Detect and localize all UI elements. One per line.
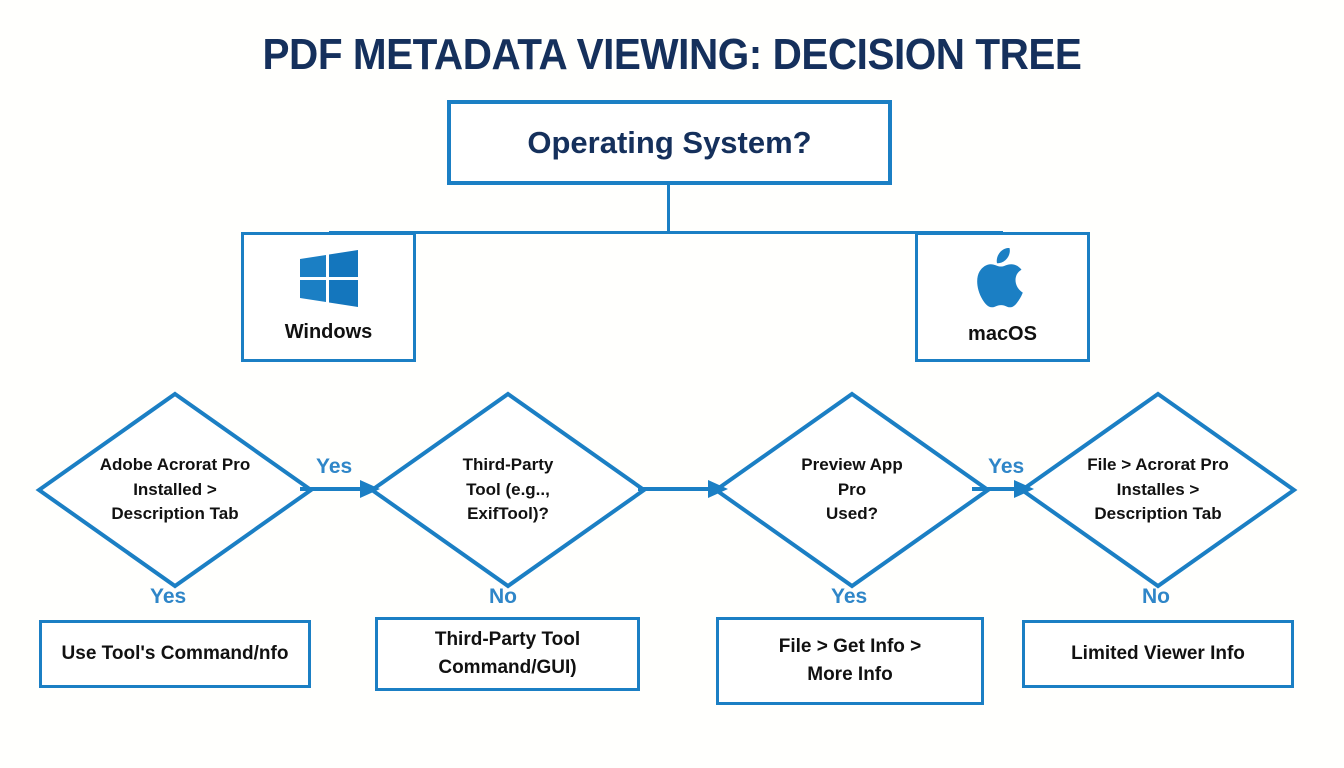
decision-adobe-acrobat-pro[interactable]: Adobe Acrorat Pro Installed > Descriptio… (35, 390, 315, 590)
result-file-get-info[interactable]: File > Get Info > More Info (716, 617, 984, 705)
node-operating-system[interactable]: Operating System? (447, 100, 892, 185)
node-os-macos-label: macOS (968, 323, 1037, 345)
node-os-windows[interactable]: Windows (241, 232, 416, 362)
connector-root-vertical (667, 185, 670, 233)
decision-line: Description Tab (111, 504, 239, 524)
edge-label-decision2-bottom: No (489, 585, 517, 608)
decision-line: Adobe Acrorat Pro (99, 455, 251, 475)
decision-line: Description Tab (1094, 504, 1222, 524)
edge-label-decision3-to-decision4: Yes (988, 455, 1025, 478)
result-third-party-tool-command[interactable]: Third-Party Tool Command/GUI) (375, 617, 640, 691)
result-line: File > Get Info > (778, 635, 922, 657)
decision-third-party-tool[interactable]: Third-Party Tool (e.g.., ExifTool)? (368, 390, 648, 590)
decision-line: ExifTool)? (467, 504, 549, 524)
decision-line: Tool (e.g.., (466, 479, 550, 499)
decision-line: Preview App (801, 455, 903, 475)
decision-line: Used? (826, 504, 878, 524)
decision-preview-app-pro[interactable]: Preview App Pro Used? (712, 390, 992, 590)
decision-adobe-acrobat-pro-text: Adobe Acrorat Pro Installed > Descriptio… (75, 453, 275, 527)
apple-logo-icon (976, 247, 1029, 315)
edge-label-decision1-bottom: Yes (150, 585, 187, 608)
edge-label-decision4-bottom: No (1142, 585, 1170, 608)
decision-line: Installed > (133, 479, 217, 499)
decision-line: File > Acrorat Pro (1087, 455, 1229, 475)
arrow-decision3-to-decision4 (972, 478, 1034, 500)
result-line: Third-Party Tool (434, 628, 581, 650)
node-os-macos[interactable]: macOS (915, 232, 1090, 362)
arrow-decision2-to-decision3 (638, 478, 728, 500)
result-limited-viewer-info[interactable]: Limited Viewer Info (1022, 620, 1294, 688)
node-os-windows-label: Windows (284, 321, 373, 343)
edge-label-decision3-bottom: Yes (831, 585, 868, 608)
result-line: Use Tool's Command/nfo (61, 642, 289, 664)
result-line: Command/GUI) (438, 657, 577, 678)
arrow-decision1-to-decision2 (300, 478, 380, 500)
result-line: More Info (807, 664, 893, 685)
decision-third-party-tool-text: Third-Party Tool (e.g.., ExifTool)? (408, 453, 608, 527)
decision-file-acrobat-pro-text: File > Acrorat Pro Installes > Descripti… (1058, 453, 1258, 527)
connector-os-horizontal (329, 231, 1003, 234)
windows-logo-icon (298, 250, 360, 313)
decision-line: Third-Party (462, 455, 554, 475)
decision-file-acrobat-pro[interactable]: File > Acrorat Pro Installes > Descripti… (1018, 390, 1298, 590)
result-use-tool-command[interactable]: Use Tool's Command/nfo (39, 620, 311, 688)
page-title: PDF METADATA VIEWING: DECISION TREE (262, 30, 1082, 79)
node-operating-system-label: Operating System? (527, 124, 812, 160)
decision-line: Pro (837, 479, 867, 499)
result-line: Limited Viewer Info (1071, 642, 1245, 664)
edge-label-decision1-to-decision2: Yes (316, 455, 353, 478)
decision-preview-app-pro-text: Preview App Pro Used? (752, 453, 952, 527)
decision-line: Installes > (1116, 479, 1200, 499)
